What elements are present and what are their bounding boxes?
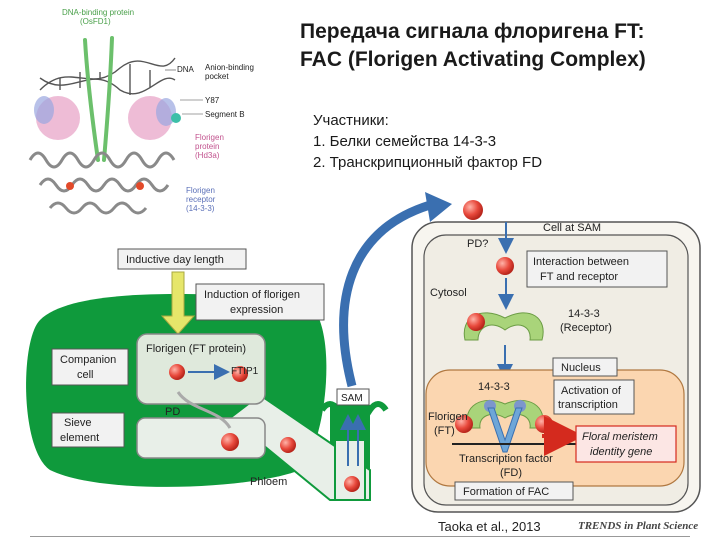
floral-text-2: identity gene bbox=[590, 446, 652, 458]
member-item-1: 1. Белки семейства 14-3-3 bbox=[313, 133, 497, 150]
activation-box bbox=[553, 379, 635, 415]
ft-ball-icon bbox=[344, 476, 360, 492]
citation: Taoka et al., 2013 bbox=[438, 519, 541, 534]
label-dna: DNA bbox=[177, 65, 195, 74]
ft-ball-icon bbox=[496, 257, 514, 275]
title-line-2: FAC (Florigen Activating Complex) bbox=[300, 48, 646, 71]
phloem-text: Phloem bbox=[250, 476, 287, 488]
florigen-ft-text: Florigen (FT protein) bbox=[146, 343, 246, 355]
floral-text-1: Floral meristem bbox=[582, 431, 658, 443]
label-dna-binding: DNA-binding protein bbox=[62, 8, 134, 17]
members-heading: Участники: bbox=[313, 112, 389, 129]
leaf-panel: Inductive day length Induction of florig… bbox=[26, 192, 452, 501]
ft-ball-icon bbox=[232, 366, 248, 382]
title-line-1: Передача сигнала флоригена FT: bbox=[300, 20, 645, 43]
protein-structure: DNA-binding protein (OsFD1) DNA bbox=[28, 8, 254, 215]
dna-helix-icon bbox=[39, 57, 176, 95]
receptor-text-1: 14-3-3 bbox=[568, 308, 600, 320]
cytosol-text: Cytosol bbox=[430, 287, 467, 299]
fd-factor-icon bbox=[487, 407, 523, 453]
ft-ball-icon bbox=[280, 437, 296, 453]
label-y87: Y87 bbox=[205, 96, 220, 105]
label-receptor-3: (14-3-3) bbox=[186, 204, 215, 213]
nucleus-text: Nucleus bbox=[561, 362, 601, 374]
sieve-text-1: Sieve bbox=[64, 417, 92, 429]
cell-at-sam-text: Cell at SAM bbox=[543, 222, 601, 234]
nuc-1433-text: 14-3-3 bbox=[478, 381, 510, 393]
pd-text: PD bbox=[165, 406, 180, 418]
label-anion-1: Anion-binding bbox=[205, 63, 254, 72]
ft-ball-icon bbox=[463, 200, 483, 220]
interaction-box bbox=[526, 250, 668, 288]
pd-question-text: PD? bbox=[467, 238, 488, 250]
companion-text-2: cell bbox=[77, 369, 94, 381]
tf-text-2: (FD) bbox=[500, 467, 522, 479]
label-florigen-protein-3: (Hd3a) bbox=[195, 151, 220, 160]
florigen-text-2: (FT) bbox=[434, 425, 455, 437]
members-list: Участники: 1. Белки семейства 14-3-3 2. … bbox=[313, 110, 703, 173]
companion-text-1: Companion bbox=[60, 354, 116, 366]
label-segment-b: Segment B bbox=[205, 110, 245, 119]
inductive-day-box bbox=[117, 248, 247, 270]
slide-title: Передача сигнала флоригена FT: FAC (Flor… bbox=[300, 18, 710, 74]
induction-box bbox=[195, 283, 325, 321]
cell-panel: Cell at SAM PD? Interaction between FT a… bbox=[411, 200, 701, 513]
curved-arrow-icon bbox=[339, 200, 432, 388]
nucleus-label-box bbox=[552, 357, 618, 377]
formation-text: Formation of FAC bbox=[463, 486, 549, 498]
journal-name: TRENDS in Plant Science bbox=[578, 520, 699, 532]
fd-helices-icon bbox=[83, 36, 114, 162]
induction-text-1: Induction of florigen bbox=[204, 289, 300, 301]
sieve-element-box bbox=[51, 412, 125, 448]
ft-ball-icon bbox=[535, 415, 553, 433]
florigen-text-1: Florigen bbox=[428, 411, 468, 423]
induction-text-2: expression bbox=[230, 304, 283, 316]
ft-ball-icon bbox=[455, 415, 473, 433]
receptor-coils-icon bbox=[28, 151, 176, 215]
companion-cell-box bbox=[51, 348, 129, 386]
interaction-text-1: Interaction between bbox=[533, 256, 629, 268]
label-receptor-1: Florigen bbox=[186, 186, 215, 195]
ft-ball-icon bbox=[467, 313, 485, 331]
label-anion-2: pocket bbox=[205, 72, 229, 81]
floral-gene-box bbox=[575, 425, 677, 463]
ft-ball-icon bbox=[221, 433, 239, 451]
activation-text-2: transcription bbox=[558, 399, 618, 411]
label-osfd1: (OsFD1) bbox=[80, 17, 111, 26]
companion-inner-cell bbox=[136, 333, 266, 405]
sieve-text-2: element bbox=[60, 432, 99, 444]
sam-text: SAM bbox=[341, 393, 363, 404]
receptor-text-2: (Receptor) bbox=[560, 322, 612, 334]
member-item-2: 2. Транскрипционный фактор FD bbox=[313, 154, 543, 171]
formation-box bbox=[454, 481, 574, 501]
activation-text-1: Activation of bbox=[561, 385, 622, 397]
sieve-element-tube bbox=[136, 417, 266, 459]
inductive-day-text: Inductive day length bbox=[126, 254, 224, 266]
tf-text-1: Transcription factor bbox=[459, 453, 553, 465]
interaction-text-2: FT and receptor bbox=[540, 271, 618, 283]
label-receptor-2: receptor bbox=[186, 195, 216, 204]
label-florigen-protein-1: Florigen bbox=[195, 133, 224, 142]
label-florigen-protein-2: protein bbox=[195, 142, 219, 151]
ft-ball-icon bbox=[169, 364, 185, 380]
ftip1-text: FTIP1 bbox=[231, 366, 259, 377]
sam-box bbox=[336, 388, 370, 406]
yellow-arrow-icon bbox=[160, 271, 196, 335]
footer-divider bbox=[30, 536, 690, 537]
